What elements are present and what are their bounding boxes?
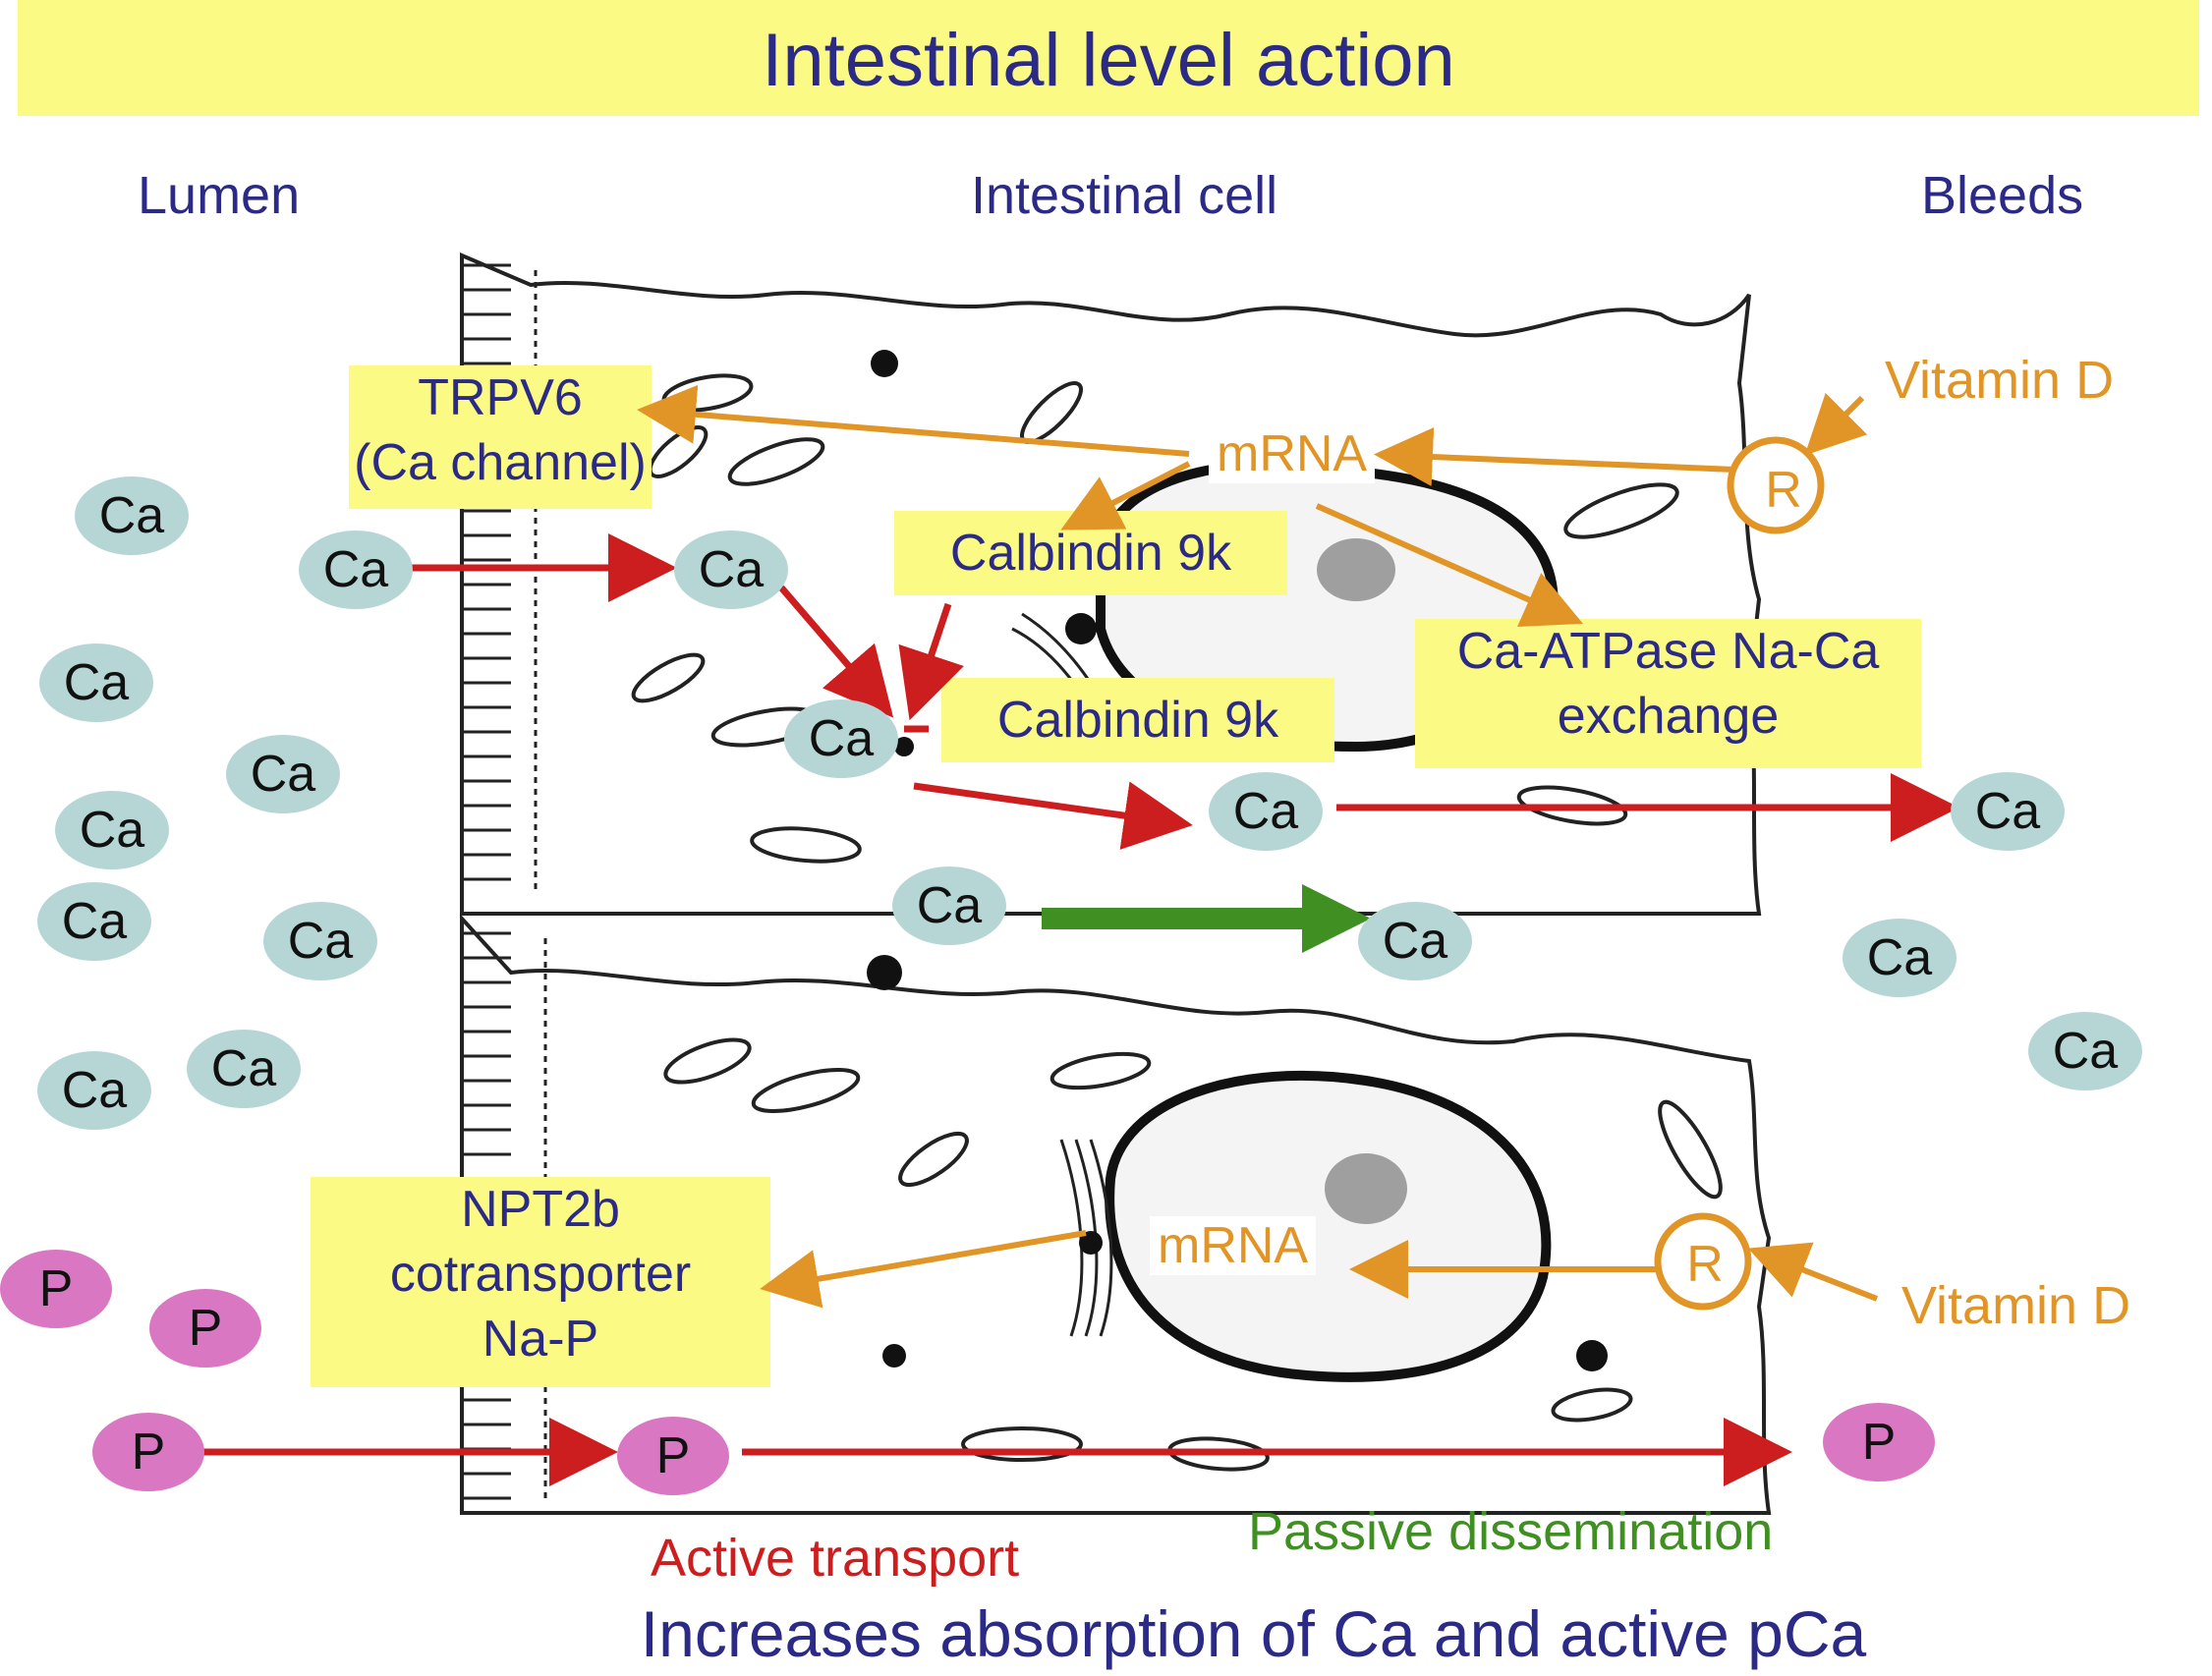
phosphate-ion: P xyxy=(617,1417,729,1495)
receptors xyxy=(1658,440,1821,1307)
calcium-ion: Ca xyxy=(37,882,151,961)
calcium-ion: Ca xyxy=(55,791,169,869)
calcium-ion: Ca xyxy=(299,531,413,609)
calcium-ion: Ca xyxy=(1209,772,1323,851)
calcium-ion: Ca xyxy=(263,902,377,980)
calcium-ion: Ca xyxy=(226,735,340,813)
calcium-ion: Ca xyxy=(75,476,189,555)
receptor-bottom-label: R xyxy=(1686,1236,1724,1293)
ca-to-calbindin-arrow-2 xyxy=(914,604,948,707)
passive-legend-label: Passive dissemination xyxy=(1248,1501,1773,1562)
calcium-ion: Ca xyxy=(2028,1012,2142,1090)
calcium-ion: Ca xyxy=(1843,919,1957,997)
calcium-ion: Ca xyxy=(187,1030,301,1108)
vitamin-d-to-receptor-bottom-arrow xyxy=(1759,1253,1877,1299)
ca-to-calbindin-arrow-1 xyxy=(781,587,884,707)
calbindin-to-ca-arrow xyxy=(914,786,1179,823)
receptor-to-mrna-top-arrow xyxy=(1386,455,1734,470)
phosphate-ion: P xyxy=(149,1289,261,1368)
phosphate-ion: P xyxy=(92,1413,204,1491)
calcium-ion: Ca xyxy=(674,531,788,609)
active-legend-label: Active transport xyxy=(651,1528,1019,1589)
phosphate-ion: P xyxy=(1823,1403,1935,1481)
passive-diffusion-arrow xyxy=(1042,884,1371,953)
calcium-ion: Ca xyxy=(39,643,153,722)
mrna-to-atpase-arrow xyxy=(1317,506,1572,619)
footer-caption: Increases absorption of Ca and active pC… xyxy=(0,1596,2212,1671)
calcium-ion: Ca xyxy=(784,699,898,778)
phosphate-ion: P xyxy=(0,1250,112,1328)
mrna-to-npt2b-arrow xyxy=(771,1233,1086,1287)
mrna-to-calbindin-arrow xyxy=(1071,464,1189,525)
calcium-ion: Ca xyxy=(37,1051,151,1130)
mrna-to-trpv6-arrow xyxy=(649,411,1189,454)
vitamin-d-to-receptor-top-arrow xyxy=(1813,398,1862,447)
calcium-ion: Ca xyxy=(892,866,1006,945)
receptor-top-label: R xyxy=(1765,462,1802,519)
calcium-ion: Ca xyxy=(1951,772,2065,851)
calcium-ion: Ca xyxy=(1358,902,1472,980)
